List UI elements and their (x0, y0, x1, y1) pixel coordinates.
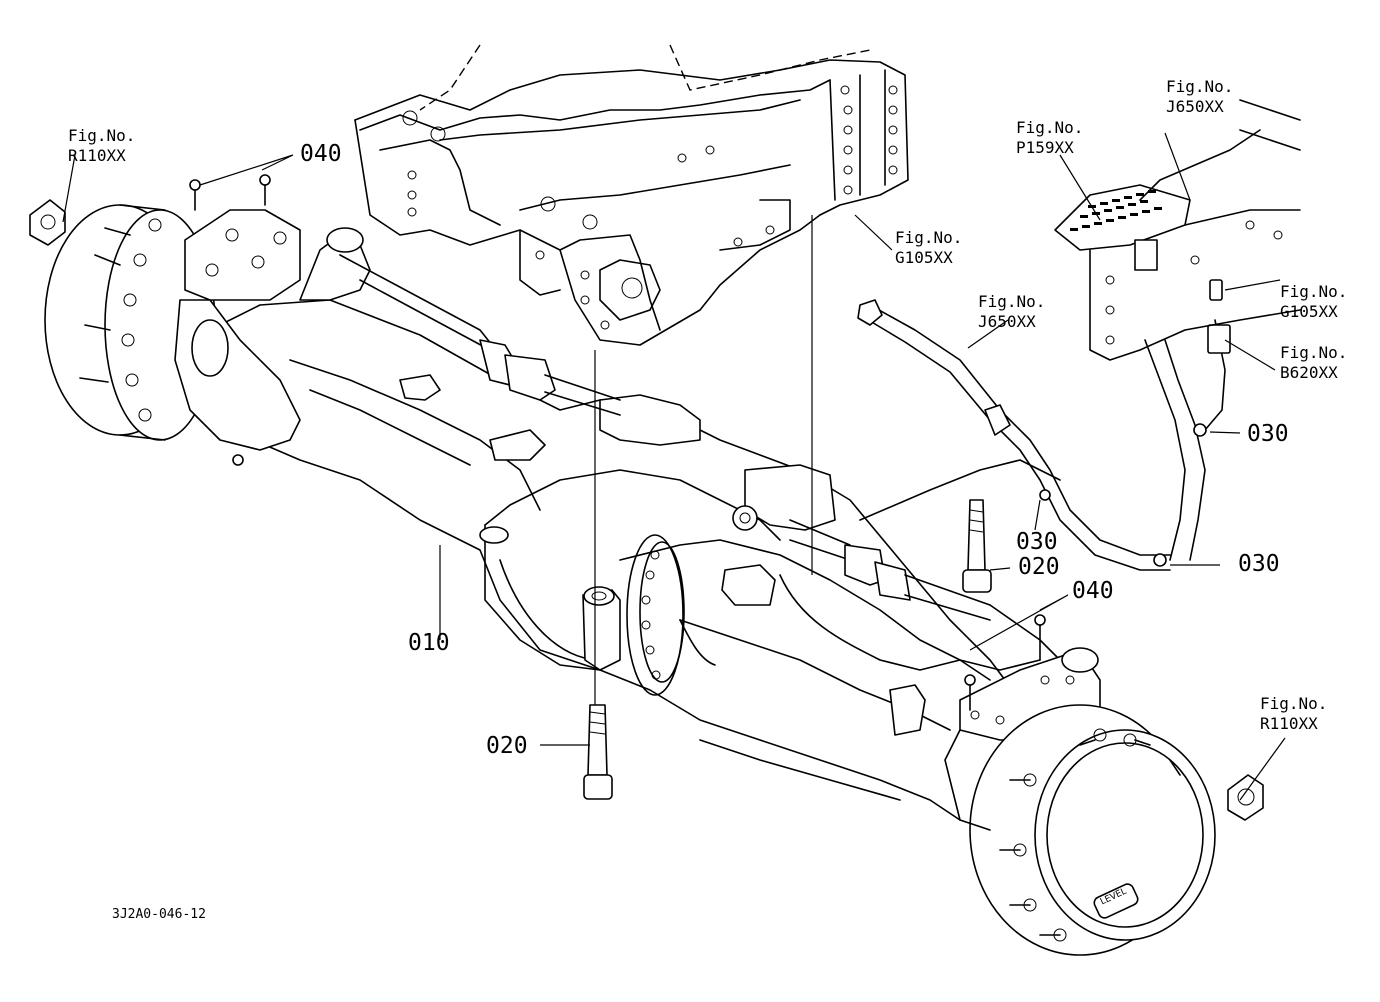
leader-lines (62, 132, 1286, 801)
mounting-bracket (1054, 99, 1301, 361)
callout-010: 010 (408, 630, 450, 656)
axle-housing (209, 299, 1021, 821)
callout-040-upper: 040 (300, 141, 342, 167)
fig-ref-code: G105XX (895, 248, 953, 267)
fig-ref-prefix: Fig.No. (1166, 77, 1234, 96)
fig-ref-code: P159XX (1016, 138, 1074, 157)
bolt-020-lower (583, 704, 613, 800)
fig-ref-code: R110XX (68, 146, 126, 165)
fig-ref-prefix: Fig.No. (1280, 343, 1348, 362)
fig-ref-g105-sensor: Fig.No. G105XX (1280, 282, 1347, 322)
callout-040-lower: 040 (1072, 578, 1114, 604)
fig-ref-r110-right: Fig.No. R110XX (1260, 694, 1327, 734)
callout-030-b: 030 (1016, 529, 1058, 555)
callout-030-a: 030 (1247, 421, 1289, 447)
bolt-020-upper (962, 499, 992, 593)
fig-ref-prefix: Fig.No. (68, 126, 136, 145)
fig-ref-j650-hose: Fig.No. J650XX (978, 292, 1045, 332)
fig-ref-code: G105XX (1280, 302, 1338, 321)
fig-ref-code: R110XX (1260, 714, 1318, 733)
fig-ref-r110-left: Fig.No. R110XX (68, 126, 135, 166)
fig-ref-prefix: Fig.No. (1260, 694, 1328, 713)
fig-ref-code: B620XX (1280, 363, 1338, 382)
left-wheel-hub (44, 174, 371, 466)
callout-020-lower: 020 (486, 733, 528, 759)
fig-ref-b620: Fig.No. B620XX (1280, 343, 1347, 383)
hose-and-wiring (779, 279, 1231, 671)
right-wheel-hub (944, 614, 1216, 956)
left-tie-rod (339, 254, 621, 416)
callout-020-upper: 020 (1018, 554, 1060, 580)
fig-ref-j650-top: Fig.No. J650XX (1166, 77, 1233, 117)
fig-ref-code: J650XX (1166, 97, 1224, 116)
fig-ref-prefix: Fig.No. (895, 228, 963, 247)
wheel-nut-right (1227, 774, 1264, 821)
fig-ref-code: J650XX (978, 312, 1036, 331)
right-tie-rod (789, 519, 1061, 661)
wheel-nut-left (29, 199, 66, 246)
fig-ref-prefix: Fig.No. (1016, 118, 1084, 137)
frame-outline (354, 44, 909, 346)
fig-ref-p159: Fig.No. P159XX (1016, 118, 1083, 158)
fig-ref-prefix: Fig.No. (978, 292, 1046, 311)
drawing-code: 3J2A0-046-12 (112, 907, 206, 922)
fig-ref-g105-frame: Fig.No. G105XX (895, 228, 962, 268)
fig-ref-prefix: Fig.No. (1280, 282, 1348, 301)
callout-030-c: 030 (1238, 551, 1280, 577)
